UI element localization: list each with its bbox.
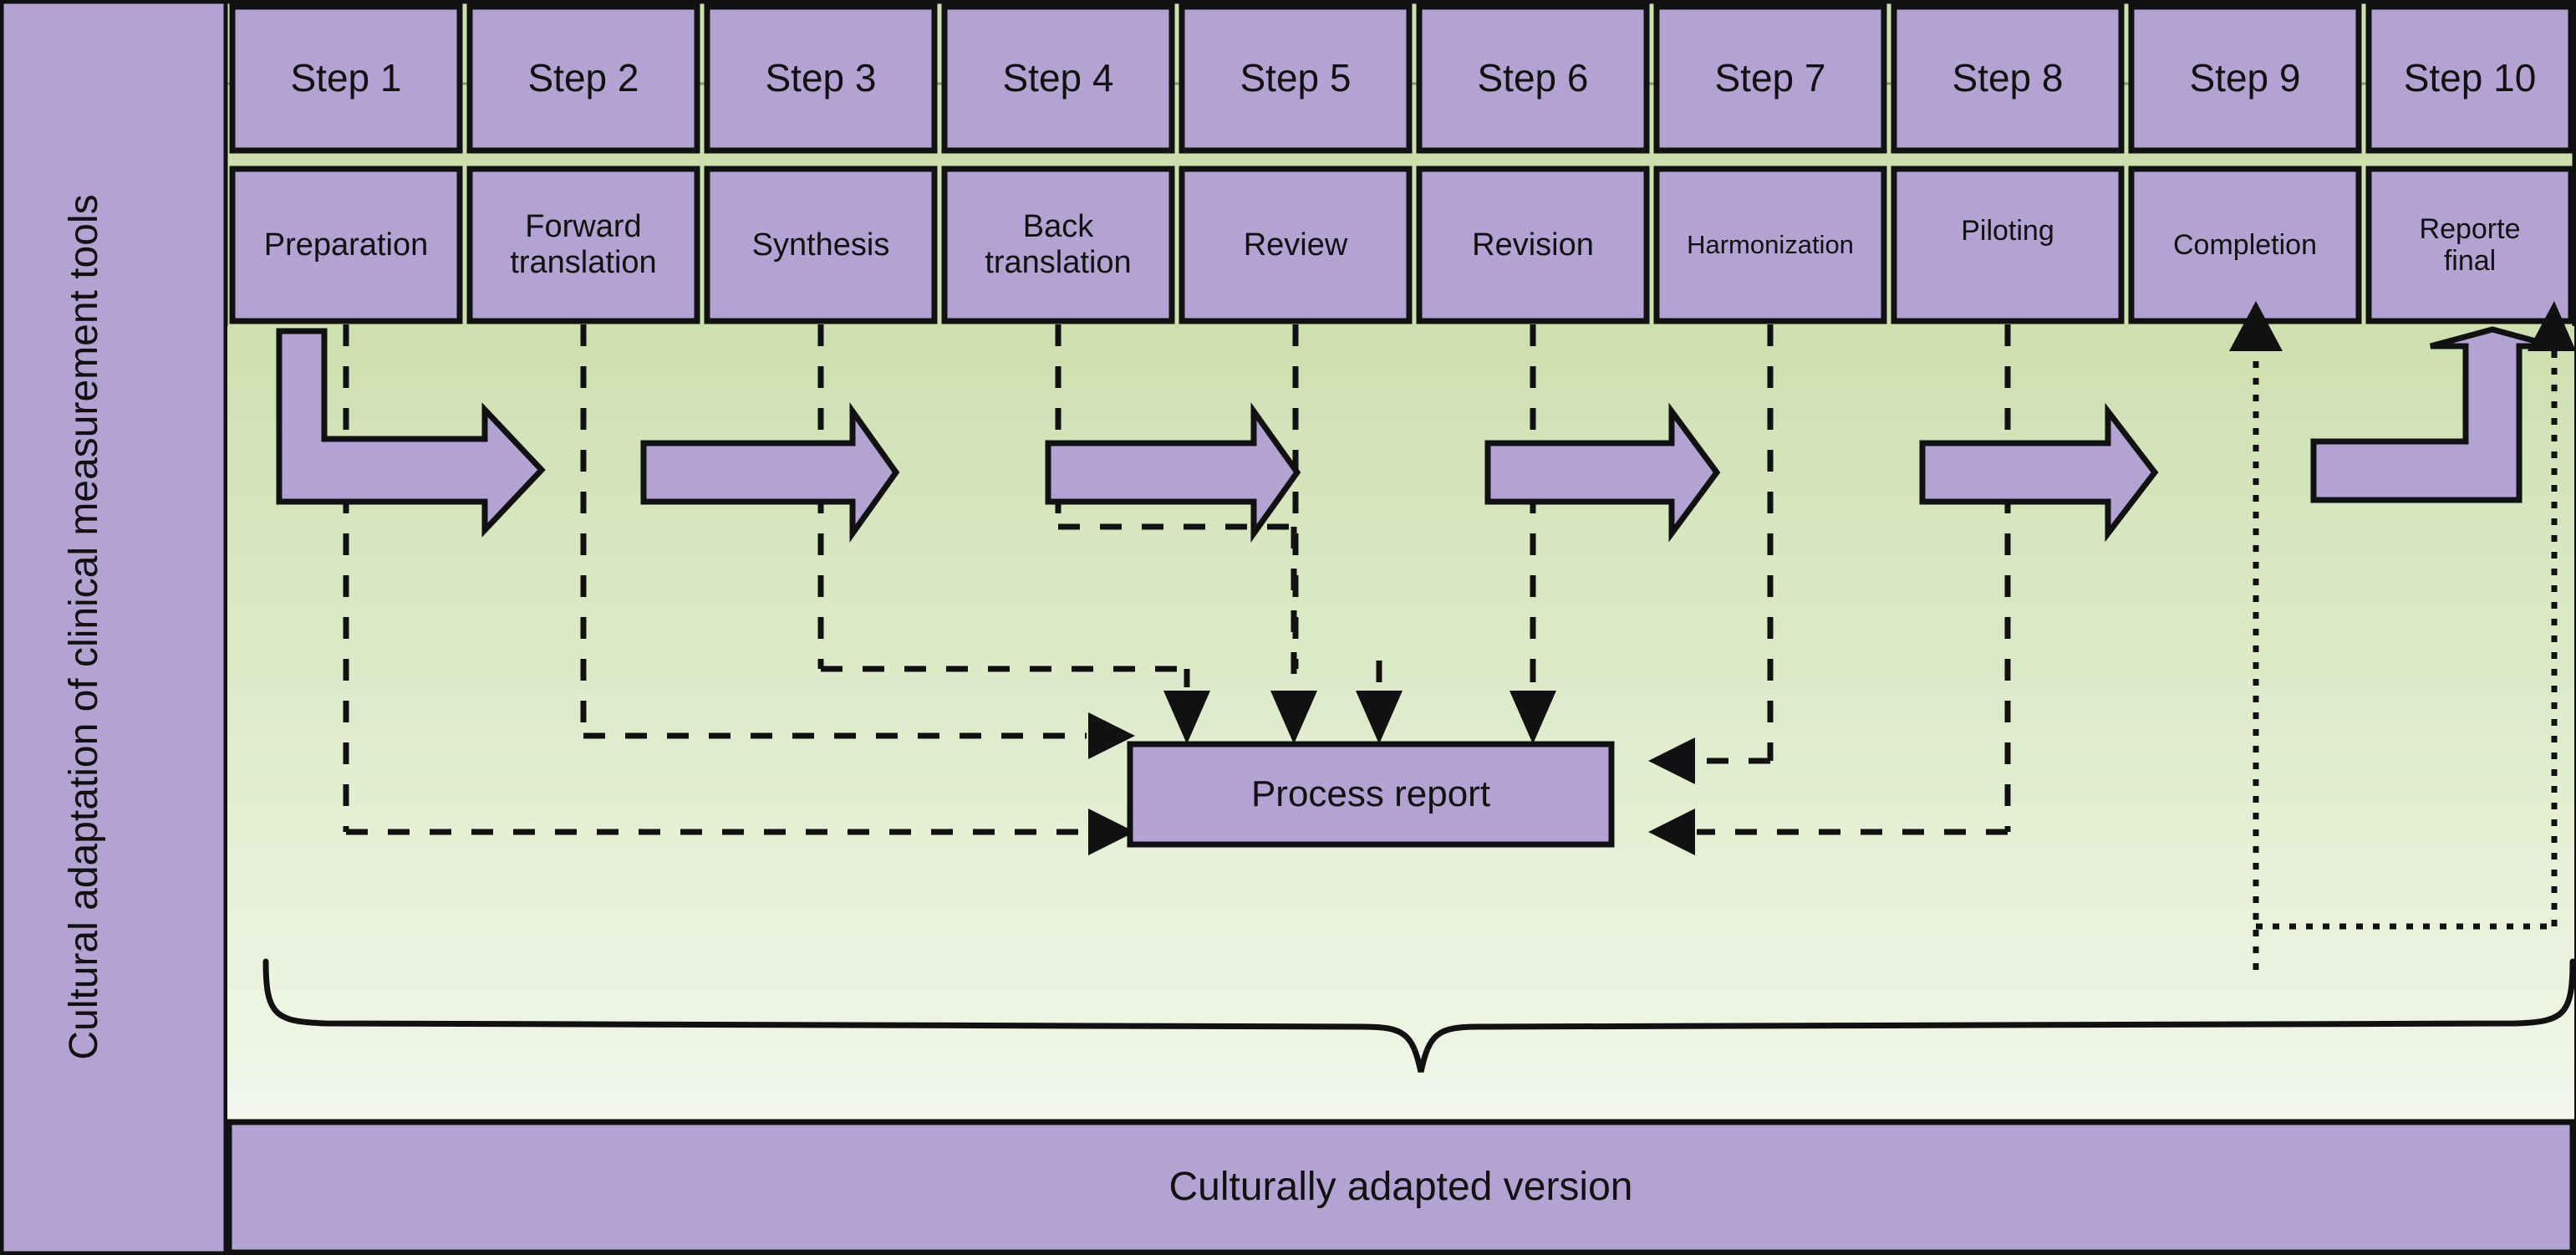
step-header-label-6: Step 6 bbox=[1477, 56, 1589, 100]
step-name-box-4 bbox=[941, 166, 1175, 324]
step-name-label-1: Preparation bbox=[263, 227, 429, 263]
flow-arrow-4 bbox=[1484, 402, 1721, 543]
dotted-arrowheads-up bbox=[2229, 301, 2576, 351]
step-header-box-10 bbox=[2365, 3, 2574, 154]
step-header-box-4 bbox=[941, 3, 1175, 154]
step-name-label-3: Synthesis bbox=[751, 227, 890, 263]
report-right-arrowheads bbox=[1648, 737, 1695, 855]
sidebar-title: Cultural adaptation of clinical measurem… bbox=[61, 194, 106, 1060]
arrowhead-right-upper bbox=[1088, 712, 1135, 759]
step-header-box-7 bbox=[1653, 3, 1887, 154]
step-header-row bbox=[229, 3, 2574, 154]
arrowhead-down-1 bbox=[1163, 691, 1210, 744]
step-name-box-6 bbox=[1416, 166, 1650, 324]
step-name-box-9 bbox=[2128, 166, 2362, 324]
dotted-feedback-lines bbox=[2253, 351, 2558, 970]
summary-curly-brace bbox=[262, 958, 2576, 1073]
step-name-box-5 bbox=[1179, 166, 1413, 324]
dashed-turn-verticals bbox=[1184, 527, 1297, 687]
report-left-arrowheads bbox=[1088, 712, 1135, 855]
step-header-label-4: Step 4 bbox=[1002, 56, 1114, 100]
step-header-label-3: Step 3 bbox=[765, 56, 877, 100]
step-header-box-3 bbox=[704, 3, 938, 154]
step-name-box-8 bbox=[1891, 166, 2125, 324]
step-name-label-2: Forward translation bbox=[510, 209, 657, 280]
arrowhead-up-step9 bbox=[2229, 301, 2283, 351]
arrowhead-down-3 bbox=[1356, 691, 1403, 744]
dashed-direct-drops bbox=[1376, 661, 1536, 689]
step-name-label-8: Piloting bbox=[1961, 214, 2054, 247]
step-header-label-2: Step 2 bbox=[527, 56, 639, 100]
report-top-arrowheads bbox=[1163, 691, 1556, 744]
step-header-box-5 bbox=[1179, 3, 1413, 154]
step-header-box-6 bbox=[1416, 3, 1650, 154]
step-name-box-1 bbox=[229, 166, 463, 324]
process-report-box bbox=[1127, 741, 1615, 848]
step-name-box-3 bbox=[704, 166, 938, 324]
step-name-label-10: Reporte final bbox=[2419, 212, 2521, 277]
step-name-label-4: Back translation bbox=[985, 209, 1132, 280]
step-header-label-10: Step 10 bbox=[2403, 56, 2537, 100]
step-header-box-1 bbox=[229, 3, 463, 154]
flow-arrow-5 bbox=[1919, 402, 2159, 543]
step-name-box-2 bbox=[466, 166, 700, 324]
bottom-banner-box bbox=[226, 1119, 2576, 1255]
dashed-horizontal-runs bbox=[346, 523, 2008, 835]
flow-arrow-1-lshape bbox=[276, 328, 546, 538]
step-header-box-2 bbox=[466, 3, 700, 154]
arrowhead-down-2 bbox=[1270, 691, 1317, 744]
step-header-label-7: Step 7 bbox=[1714, 56, 1826, 100]
step-header-box-8 bbox=[1891, 3, 2125, 154]
arrowhead-up-step10 bbox=[2528, 301, 2576, 351]
step-header-label-9: Step 9 bbox=[2189, 56, 2301, 100]
step-name-label-9: Completion bbox=[2173, 228, 2317, 261]
step-header-label-8: Step 8 bbox=[1952, 56, 2064, 100]
step-header-label-1: Step 1 bbox=[290, 56, 402, 100]
bottom-banner-label: Culturally adapted version bbox=[1168, 1165, 1633, 1210]
step-name-label-5: Review bbox=[1243, 227, 1348, 263]
arrowhead-down-4 bbox=[1509, 691, 1556, 744]
step-name-label-7: Harmonization bbox=[1687, 229, 1854, 259]
process-report-label: Process report bbox=[1250, 773, 1491, 815]
sidebar-panel bbox=[0, 0, 228, 1255]
step-name-label-6: Revision bbox=[1472, 227, 1594, 263]
step-name-box-10 bbox=[2365, 166, 2574, 324]
arrowhead-right-lower bbox=[1088, 809, 1135, 855]
flow-arrow-6-up-lshape bbox=[2310, 326, 2555, 503]
step-name-box-7 bbox=[1653, 166, 1887, 324]
step-name-row bbox=[229, 166, 2574, 324]
arrowhead-left-upper bbox=[1648, 737, 1695, 784]
flow-arrow-2 bbox=[640, 402, 900, 543]
step-header-label-5: Step 5 bbox=[1240, 56, 1352, 100]
arrowhead-left-lower bbox=[1648, 809, 1695, 855]
step-header-box-9 bbox=[2128, 3, 2362, 154]
flow-arrow-3 bbox=[1045, 402, 1301, 543]
